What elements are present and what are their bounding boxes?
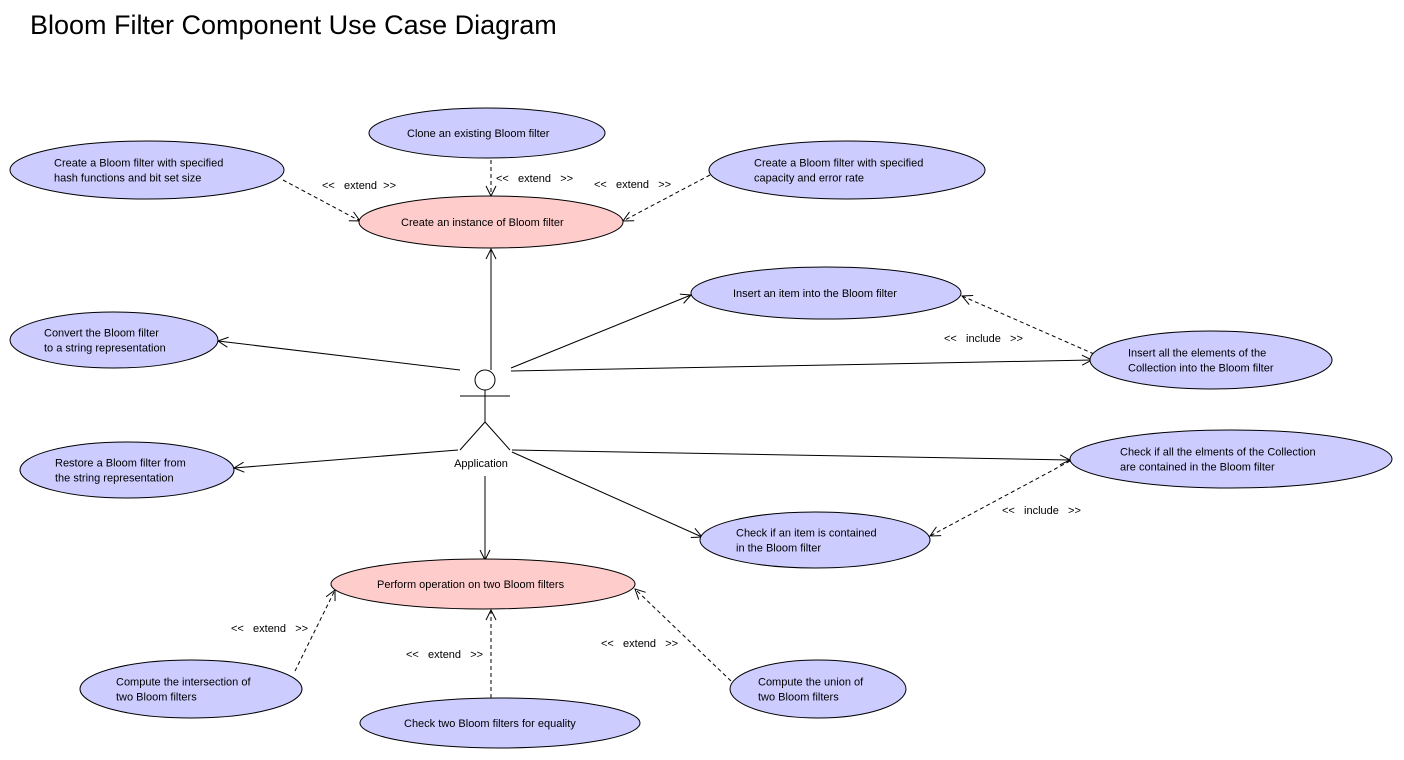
relation-label-extend: << extend >> — [496, 173, 573, 185]
use-case-label: are contained in the Bloom filter — [1120, 462, 1275, 474]
relation-extend-extend-capacity[interactable] — [623, 174, 711, 221]
relation-include-include-insert[interactable] — [962, 296, 1095, 355]
use-case-check-all[interactable]: Check if all the elments of the Collecti… — [1069, 429, 1393, 489]
use-case-union[interactable]: Compute the union of two Bloom filters — [729, 659, 907, 719]
use-case-ellipse — [708, 140, 986, 200]
relation-include-include-check[interactable] — [930, 460, 1071, 536]
relation-association-assoc-check-all[interactable] — [511, 449, 1070, 460]
use-case-label: Insert an item into the Bloom filter — [733, 288, 897, 300]
use-case-ellipse — [19, 441, 235, 499]
actor-right-leg — [484, 421, 511, 451]
use-case-ellipse — [1089, 330, 1333, 390]
use-case-ellipse — [729, 659, 907, 719]
use-case-label: Create an instance of Bloom filter — [401, 217, 564, 229]
use-case-ellipse — [359, 697, 641, 749]
use-case-clone[interactable]: Clone an existing Bloom filter — [368, 107, 606, 159]
relation-label-extend: << extend >> — [406, 649, 483, 661]
use-case-label: Create a Bloom filter with specified — [754, 158, 923, 170]
use-case-label: Compute the union of — [758, 677, 864, 689]
use-case-ellipse — [9, 140, 285, 200]
actor-label: Application — [454, 458, 508, 470]
use-case-ellipse — [9, 311, 219, 369]
use-case-label: two Bloom filters — [116, 692, 197, 704]
use-case-create-instance[interactable]: Create an instance of Bloom filter — [358, 195, 624, 249]
use-case-ellipse — [330, 558, 636, 610]
relation-association-assoc-restore[interactable] — [234, 449, 459, 468]
use-case-label: Restore a Bloom filter from — [55, 458, 186, 470]
use-case-label: Collection into the Bloom filter — [1128, 363, 1274, 375]
relation-association-assoc-insert-all[interactable] — [510, 360, 1092, 372]
use-case-ellipse — [368, 107, 606, 159]
diagram-title: Bloom Filter Component Use Case Diagram — [30, 10, 557, 40]
use-case-label: Insert all the elements of the — [1128, 348, 1266, 360]
relation-label-extend: << extend >> — [601, 638, 678, 650]
use-case-create-hash[interactable]: Create a Bloom filter with specified hash… — [9, 140, 285, 200]
use-case-ellipse — [690, 266, 962, 320]
relation-extend-extend-intersection[interactable] — [294, 590, 335, 672]
use-case-label: Check if all the elments of the Collecti… — [1120, 447, 1316, 459]
relation-label-include: << include >> — [944, 333, 1023, 345]
relation-label-extend: << extend >> — [322, 180, 396, 192]
use-case-label: capacity and error rate — [754, 173, 864, 185]
use-case-label: Create a Bloom filter with specified — [54, 158, 223, 170]
relation-association-assoc-insert-item[interactable] — [510, 295, 691, 369]
use-case-label: the string representation — [55, 473, 174, 485]
use-case-label: Check if an item is contained — [736, 528, 877, 540]
actor-left-leg — [459, 421, 486, 451]
use-case-label: in the Bloom filter — [736, 543, 821, 555]
use-case-ellipse — [79, 659, 303, 719]
use-case-check-item[interactable]: Check if an item is contained in the Bloo… — [699, 511, 931, 569]
use-case-label: Compute the intersection of — [116, 677, 251, 689]
relation-association-assoc-check-item[interactable] — [511, 451, 702, 537]
relation-extend-extend-hash[interactable] — [282, 179, 360, 221]
relation-association-assoc-convert[interactable] — [218, 341, 461, 371]
use-case-label: Perform operation on two Bloom filters — [377, 579, 565, 591]
use-case-restore[interactable]: Restore a Bloom filter from the string re… — [19, 441, 235, 499]
use-case-insert-item[interactable]: Insert an item into the Bloom filter — [690, 266, 962, 320]
relation-label-include: << include >> — [1002, 505, 1081, 517]
use-case-label: Convert the Bloom filter — [44, 328, 159, 340]
relation-label-extend: << extend >> — [594, 179, 671, 191]
actor-application[interactable]: Application — [454, 369, 511, 470]
actor-head — [474, 369, 496, 391]
use-case-intersection[interactable]: Compute the intersection of two Bloom fil… — [79, 659, 303, 719]
relation-label-extend: << extend >> — [231, 623, 308, 635]
use-case-ellipse — [1069, 429, 1393, 489]
use-case-insert-all[interactable]: Insert all the elements of theCollection… — [1089, 330, 1333, 390]
use-case-label: two Bloom filters — [758, 692, 839, 704]
use-case-convert[interactable]: Convert the Bloom filter to a string repr… — [9, 311, 219, 369]
use-case-label: Check two Bloom filters for equality — [404, 718, 576, 730]
use-case-label: Clone an existing Bloom filter — [407, 128, 550, 140]
use-case-ellipse — [358, 195, 624, 249]
use-case-create-capacity[interactable]: Create a Bloom filter with specified capa… — [708, 140, 986, 200]
use-case-equality[interactable]: Check two Bloom filters for equality — [359, 697, 641, 749]
use-case-label: hash functions and bit set size — [54, 173, 201, 185]
use-case-perform-op[interactable]: Perform operation on two Bloom filters — [330, 558, 636, 610]
use-case-label: to a string representation — [44, 343, 166, 355]
relation-extend-extend-union[interactable] — [635, 589, 732, 682]
use-case-ellipse — [699, 511, 931, 569]
